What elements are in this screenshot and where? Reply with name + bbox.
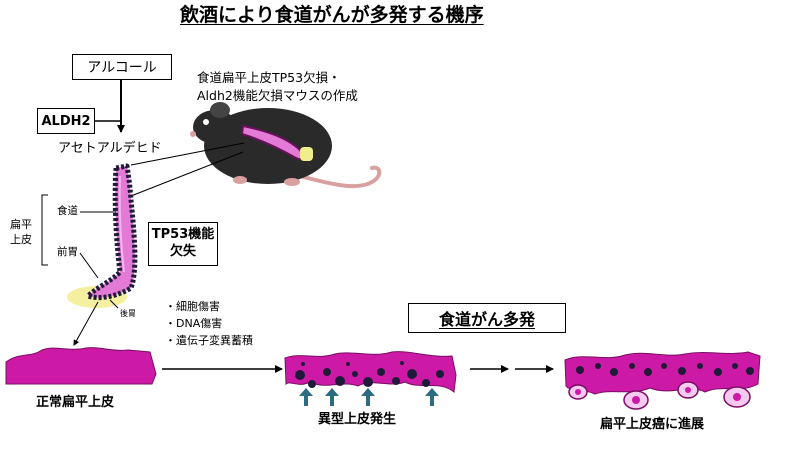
damage-item-3: ・遺伝子変異蓄積: [165, 334, 253, 347]
to-normal-epithelium-arrow: [73, 301, 99, 346]
figure-title: 飲酒により食道がんが多発する機序: [180, 4, 484, 26]
normal-epithelium-label: 正常扁平上皮: [36, 395, 115, 410]
tp53-line-2: 欠失: [169, 244, 196, 259]
squamous-epithelium-line-2: 上皮: [10, 233, 32, 246]
damage-item-2: ・DNA傷害: [165, 317, 223, 330]
carcinoma-label: 扁平上皮癌に進展: [600, 417, 705, 432]
dysplasia-label: 異型上皮発生: [318, 412, 397, 427]
acetaldehyde-label: アセトアルデヒド: [58, 141, 162, 156]
mouse-callout-line-upper: [130, 142, 245, 166]
normal-epithelium: [5, 347, 157, 385]
dysplasia-arrows: [299, 388, 439, 406]
dysplasia-epithelium: [284, 351, 457, 393]
multiple-cancer-label: 食道がん多発: [438, 310, 535, 329]
esophagus-diagram: [67, 163, 138, 308]
alcohol-label: アルコール: [87, 60, 157, 76]
forestomach-pointer: [79, 252, 99, 279]
mouse-illustration: [190, 102, 382, 189]
carcinoma-epithelium: [564, 351, 761, 410]
tp53-line-1: TP53機能: [151, 227, 215, 243]
squamous-epithelium-line-1: 扁平: [10, 218, 32, 231]
forestomach-label: 前胃: [57, 246, 78, 258]
mouse-model-line-1: 食道扁平上皮TP53欠損・: [197, 70, 341, 85]
squamous-bracket: [41, 194, 48, 266]
glandular-stomach-label: 後胃: [120, 309, 136, 318]
aldh2-label: ALDH2: [41, 113, 91, 129]
multiple-cancer-box: 食道がん多発: [408, 303, 566, 333]
esophagus-label: 食道: [57, 205, 78, 217]
aldh2-box: ALDH2: [37, 108, 95, 134]
mouse-callout-line-lower: [130, 151, 244, 197]
damage-item-1: ・細胞傷害: [165, 300, 220, 313]
alcohol-box: アルコール: [72, 54, 172, 80]
mouse-model-line-2: Aldh2機能欠損マウスの作成: [197, 88, 358, 103]
tp53-loss-box: TP53機能 欠失: [148, 222, 218, 266]
glandular-stomach-pointer: [109, 299, 119, 309]
